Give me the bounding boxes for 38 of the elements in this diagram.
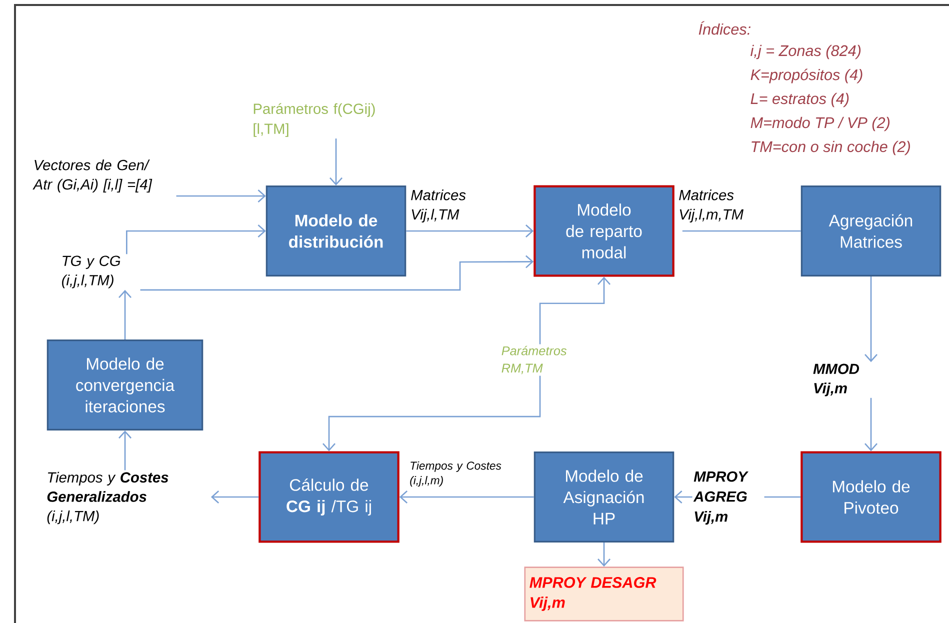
index-heading: Índices: (698, 21, 750, 35)
arrow (330, 138, 342, 186)
edge-label: Matrices Vij,l,TM (411, 190, 466, 222)
model-box: Modelo de distribución (266, 186, 406, 276)
model-box: Modelo de Asignación HP (534, 452, 674, 542)
parameter-text: Parámetros f(CGij) [l,TM] (254, 103, 375, 137)
edge-label: Tiempos y Costes (i,j,l,m) (408, 460, 507, 488)
output-box: MPROY DESAGR Vij,m (524, 566, 684, 622)
parameter-text: Parámetros RM,TM (502, 346, 567, 374)
model-box: Modelo de reparto modal (534, 185, 674, 277)
index-text: M=modo TP / VP (2) (750, 116, 890, 132)
index-text: TM=con o sin coche (2) (752, 140, 910, 156)
model-box: Modelo de Pivoteo (800, 451, 942, 543)
index-text: L= estratos (4) (750, 92, 849, 108)
model-box: Cálculo de CG ij /TG ij (258, 451, 400, 543)
index-text: i,j = Zonas (824) (750, 44, 861, 60)
edge-label: MPROY AGREG Vij,m (692, 470, 764, 526)
edge-label: Matrices Vij,l,m,TM (679, 190, 744, 222)
arrow (539, 276, 610, 344)
arrow (118, 290, 132, 340)
arrow (864, 398, 878, 452)
arrow (322, 376, 541, 452)
arrow (140, 255, 534, 291)
arrow (406, 224, 534, 238)
arrow (126, 224, 266, 254)
model-box: Modelo de convergencia iteraciones (46, 340, 204, 430)
arrow (118, 430, 132, 470)
input-text: Vectores de Gen/ Atr (Gi,Ai) [i,l] =[4] (32, 160, 152, 192)
index-text: K=propósitos (4) (750, 68, 862, 84)
arrow (399, 490, 534, 504)
arrow (864, 276, 878, 362)
arrow (210, 490, 259, 504)
arrow (176, 190, 266, 202)
output-text: Tiempos y Costes Generalizados (i,j,l,TM) (47, 472, 168, 524)
matrix-text: MMOD Vij,m (813, 364, 860, 396)
model-box: Agregación Matrices (800, 186, 942, 276)
feedback-text: TG y CG (i,j,l,TM) (62, 256, 120, 288)
arrow (598, 542, 610, 567)
